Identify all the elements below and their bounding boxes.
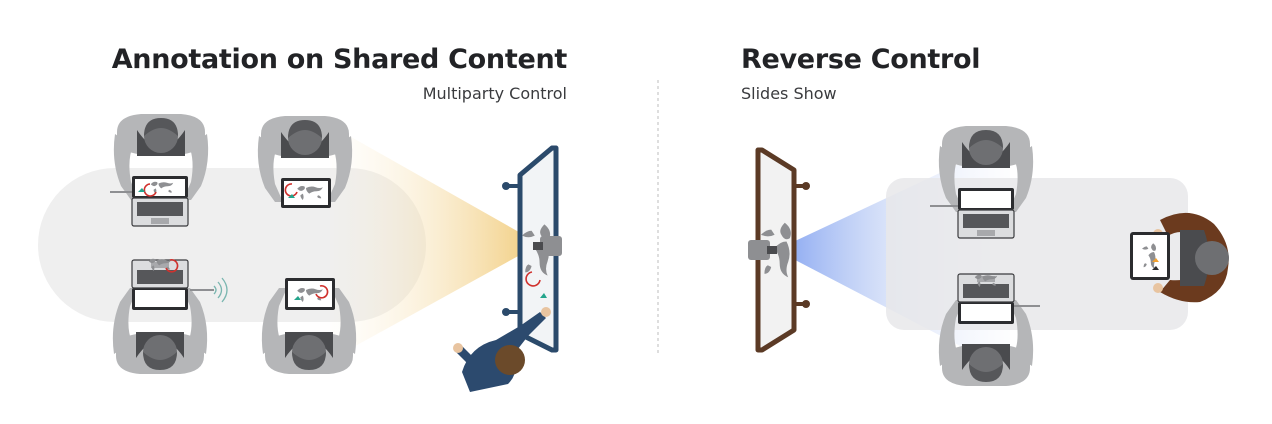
left-panel-subtitle: Multiparty Control (422, 84, 567, 103)
camera-icon-left (533, 236, 562, 256)
presenter-left (453, 307, 551, 392)
presenter-right (1153, 212, 1229, 303)
laptop-bottom-left (131, 259, 189, 311)
left-panel-title: Annotation on Shared Content (111, 44, 568, 75)
camera-icon-right (748, 240, 777, 260)
left-scene (38, 114, 562, 392)
tablet-right (1130, 232, 1170, 280)
projection-beam-left (330, 125, 540, 360)
laptop-right-top (957, 187, 1015, 239)
wifi-signal-icon (213, 277, 228, 303)
laptop-bottom-left-screen (148, 258, 179, 273)
right-panel-title: Reverse Control (741, 44, 981, 75)
laptop-top-middle (281, 178, 331, 208)
laptop-top-left (131, 175, 189, 227)
laptop-right-bottom (957, 273, 1015, 325)
right-panel-subtitle: Slides Show (741, 84, 837, 103)
right-scene (748, 126, 1229, 386)
laptop-bottom-middle (285, 278, 335, 310)
